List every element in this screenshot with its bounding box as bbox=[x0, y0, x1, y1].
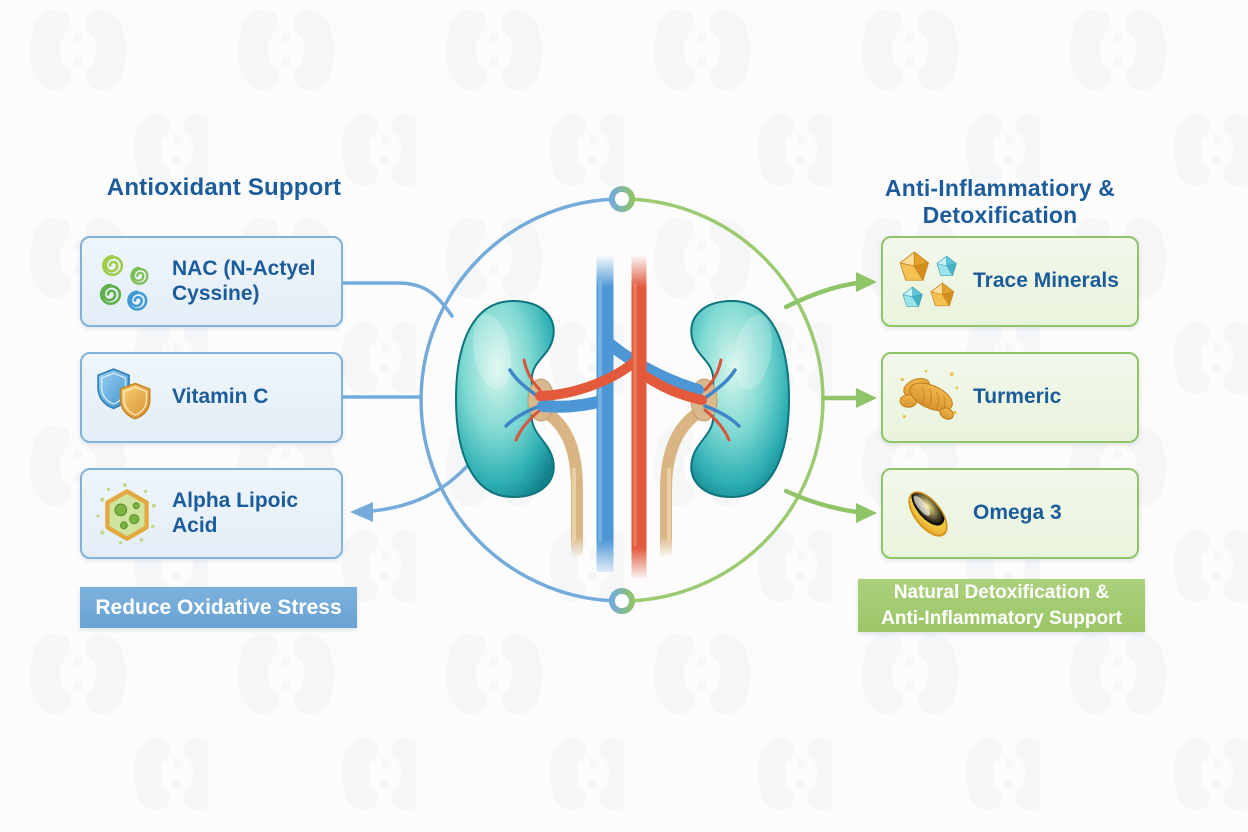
supplement-label: Turmeric bbox=[973, 385, 1062, 409]
right-kidney-highlight bbox=[734, 314, 772, 390]
renal-vein-left-branch bbox=[537, 394, 611, 413]
right-banner-line2: Anti-Inflammatory Support bbox=[881, 607, 1122, 629]
supplement-box-alpha-lipoic-acid: Alpha Lipoic Acid bbox=[80, 468, 343, 559]
sparkles bbox=[900, 369, 959, 418]
left-section-title: Antioxidant Support bbox=[106, 174, 342, 201]
arrowhead-turmeric-icon bbox=[856, 388, 877, 408]
turmeric-root-icon bbox=[899, 369, 959, 420]
left-kidney bbox=[454, 299, 555, 499]
right-kidney bbox=[690, 299, 791, 499]
left-banner: Reduce Oxidative Stress bbox=[80, 587, 357, 628]
supplement-label: Omega 3 bbox=[973, 501, 1062, 525]
connector-nac bbox=[341, 281, 454, 318]
speckles bbox=[96, 482, 156, 545]
renal-artery-left-branch bbox=[535, 353, 644, 401]
connector-omega3 bbox=[783, 488, 860, 515]
supplement-box-vitamin-c: Vitamin C bbox=[80, 352, 343, 443]
renal-vessel-branches bbox=[504, 358, 741, 442]
circle-left-half bbox=[419, 197, 623, 603]
right-section-title: Anti-Inflammatiory & Detoxification bbox=[884, 175, 1116, 228]
mineral-crystals-icon bbox=[899, 251, 957, 307]
right-banner: Natural Detoxification & Anti-Inflammato… bbox=[858, 579, 1145, 632]
left-banner-text: Reduce Oxidative Stress bbox=[95, 595, 342, 619]
supplement-label: Trace Minerals bbox=[973, 269, 1119, 293]
supplement-box-turmeric: Turmeric bbox=[881, 352, 1139, 443]
supplement-box-trace-minerals: Trace Minerals bbox=[881, 236, 1139, 327]
arrowhead-trace-minerals-icon bbox=[856, 272, 877, 292]
right-banner-line1: Natural Detoxification & bbox=[893, 582, 1110, 604]
connector-trace-minerals bbox=[783, 280, 860, 310]
oil-capsule-icon bbox=[908, 490, 948, 537]
kidneys-illustration bbox=[454, 255, 791, 578]
supplement-box-omega3: Omega 3 bbox=[881, 468, 1139, 559]
root-ridges bbox=[921, 385, 946, 411]
top-node-icon bbox=[609, 186, 635, 212]
supplement-label: NAC (N-Actyel Cyssine) bbox=[172, 256, 316, 305]
connector-alpha-lipoic bbox=[370, 461, 472, 513]
arrowhead-left-icon bbox=[350, 502, 373, 522]
spirals-icon bbox=[99, 254, 149, 311]
hexagon-cell-icon bbox=[96, 482, 156, 545]
bottom-node-icon bbox=[609, 588, 635, 614]
supplement-label: Vitamin C bbox=[172, 385, 269, 409]
left-ureter bbox=[541, 407, 583, 558]
supplement-box-nac: NAC (N-Actyel Cyssine) bbox=[80, 236, 343, 327]
arrowhead-omega3-icon bbox=[856, 503, 877, 523]
double-shield-icon bbox=[97, 367, 151, 419]
right-ureter bbox=[660, 407, 704, 558]
left-kidney-highlight bbox=[473, 314, 511, 390]
supplement-label: Alpha Lipoic Acid bbox=[172, 488, 298, 537]
